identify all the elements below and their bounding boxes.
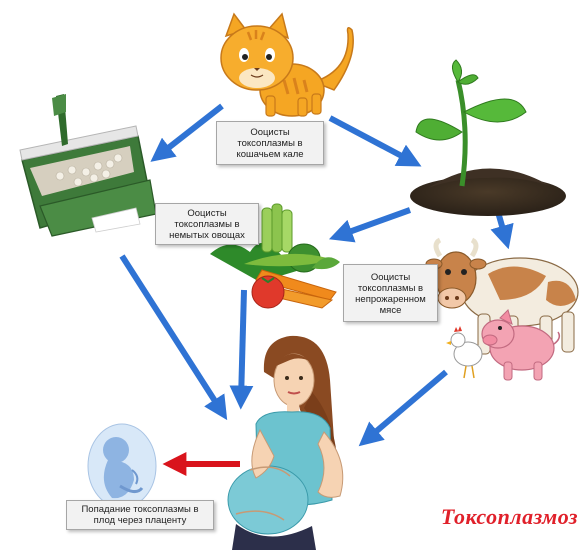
litter-box-icon xyxy=(19,94,157,237)
pregnant-woman-icon xyxy=(227,335,344,550)
arrow-vegetables-to-woman xyxy=(229,289,254,410)
arrow-cat-to-litter xyxy=(150,103,224,162)
arrow-cat-to-soil xyxy=(328,115,422,167)
label-placenta: Попадание токсоплазмы в плод через плаце… xyxy=(66,500,214,530)
arrow-soil-to-vegetables xyxy=(328,207,412,243)
plant-soil-icon xyxy=(410,59,566,216)
vegetables-icon xyxy=(210,203,340,309)
arrow-soil-to-animals xyxy=(490,211,514,250)
transmission-arrows xyxy=(119,103,514,447)
label-unwashed-vegetables: Ооцисты токсоплазмы в немытых овощах xyxy=(155,203,259,245)
label-undercooked-meat: Ооцисты токсоплазмы в непрожаренном мясе xyxy=(343,264,438,322)
arrow-litter-to-woman xyxy=(119,254,228,421)
diagram-title: Токсоплазмоз xyxy=(440,504,578,529)
label-cat-feces: Ооцисты токсоплазмы в кошачьем кале xyxy=(216,121,324,165)
fetus-icon xyxy=(87,423,157,509)
cat-icon xyxy=(220,12,354,117)
farm-animals-icon xyxy=(425,237,579,381)
arrow-animals-to-woman xyxy=(358,369,448,447)
